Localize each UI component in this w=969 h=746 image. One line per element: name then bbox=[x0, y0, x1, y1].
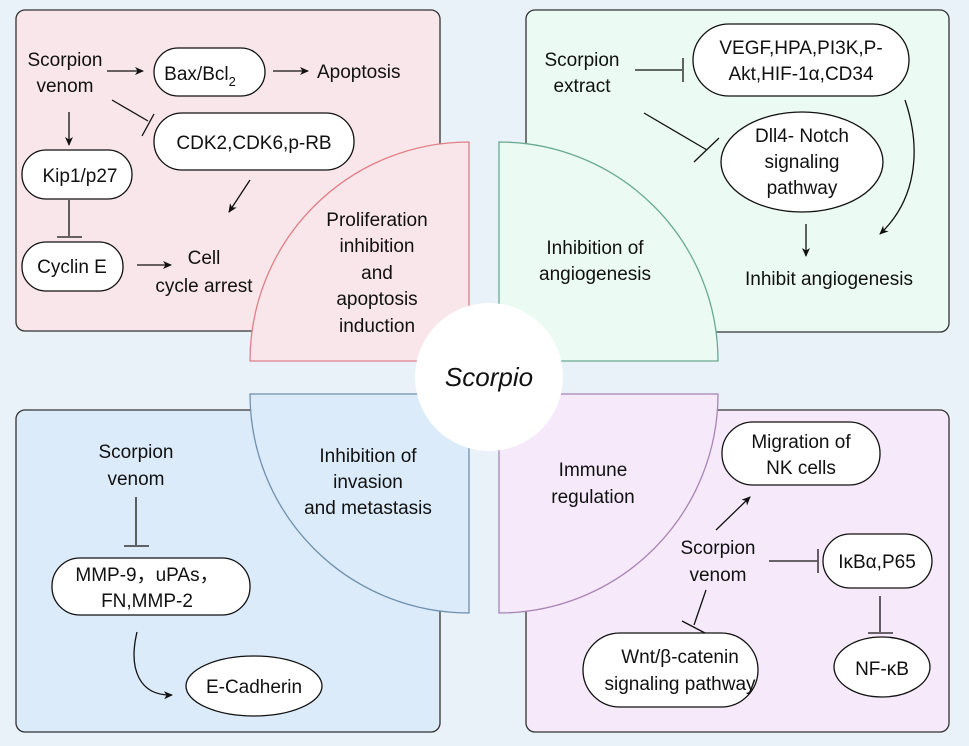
node-cyclin-e bbox=[21, 241, 124, 292]
invasion-title: Inhibition of invasion and metastasis bbox=[304, 446, 432, 519]
proliferation-source: Scorpion venom bbox=[28, 50, 103, 97]
inhibit-extract-notch bbox=[643, 112, 708, 151]
node-cyclin-e-label: Cyclin E bbox=[37, 257, 107, 278]
inhibit-venom-wnt bbox=[693, 589, 707, 626]
angiogenesis-source: Scorpion extract bbox=[545, 50, 620, 97]
svg-text:Akt,HIF-1α,CD34: Akt,HIF-1α,CD34 bbox=[728, 64, 874, 85]
svg-text:pathway: pathway bbox=[767, 178, 838, 199]
svg-text:and metastasis: and metastasis bbox=[304, 498, 432, 519]
arrow-vegf-inhibit bbox=[879, 99, 915, 235]
svg-text:signaling: signaling bbox=[765, 152, 840, 173]
node-nf-kb-label: NF-κB bbox=[855, 659, 909, 680]
svg-text:Immune: Immune bbox=[559, 460, 628, 481]
svg-text:Dll4- Notch: Dll4- Notch bbox=[755, 126, 849, 147]
svg-text:Proliferation: Proliferation bbox=[326, 210, 427, 231]
svg-text:cycle arrest: cycle arrest bbox=[155, 276, 253, 297]
svg-text:Scorpion: Scorpion bbox=[545, 50, 620, 71]
center-label: Scorpio bbox=[445, 362, 533, 392]
svg-text:extract: extract bbox=[553, 76, 611, 97]
node-ikba-p65 bbox=[822, 533, 933, 589]
node-dll4-notch-label: Dll4- Notch signaling pathway bbox=[755, 126, 849, 199]
node-bax-bcl2-label: Bax/Bcl2 bbox=[164, 64, 236, 89]
svg-text:MMP-9，uPAs，: MMP-9，uPAs， bbox=[75, 565, 218, 586]
svg-text:inhibition: inhibition bbox=[340, 236, 415, 257]
svg-text:Scorpion: Scorpion bbox=[99, 442, 174, 463]
angiogenesis-title: Inhibition of angiogenesis bbox=[539, 238, 651, 285]
svg-text:venom: venom bbox=[107, 469, 164, 490]
node-cdk-label: CDK2,CDK6,p-RB bbox=[176, 133, 331, 154]
node-mmp-label: MMP-9，uPAs， FN,MMP-2 bbox=[75, 565, 218, 612]
svg-text:venom: venom bbox=[689, 565, 746, 586]
quadrant-proliferation bbox=[249, 141, 470, 362]
svg-text:and: and bbox=[361, 263, 393, 284]
inhibit-venom-cdk bbox=[111, 99, 149, 122]
proliferation-title: Proliferation inhibition and apoptosis i… bbox=[326, 210, 427, 337]
svg-text:FN,MMP-2: FN,MMP-2 bbox=[101, 591, 193, 612]
node-nk-migration-label: Migration of NK cells bbox=[751, 432, 851, 479]
svg-text:Scorpion: Scorpion bbox=[28, 50, 103, 71]
svg-text:NK cells: NK cells bbox=[766, 458, 836, 479]
inhibit-extract-notch-bar bbox=[693, 137, 720, 163]
quadrant-invasion bbox=[249, 393, 470, 614]
node-e-cadherin bbox=[185, 655, 323, 717]
arrow-venom-nk bbox=[715, 496, 751, 531]
center-circle bbox=[415, 303, 563, 451]
node-dll4-notch bbox=[720, 111, 884, 213]
svg-text:Inhibition of: Inhibition of bbox=[319, 446, 417, 467]
svg-text:regulation: regulation bbox=[551, 487, 634, 508]
svg-text:signaling pathway: signaling pathway bbox=[604, 674, 756, 695]
node-inhibit-angiogenesis: Inhibit angiogenesis bbox=[745, 269, 913, 290]
arrow-mmp-ecad bbox=[133, 631, 173, 700]
node-wnt bbox=[582, 632, 759, 708]
inhibit-venom-cdk-bar bbox=[141, 113, 155, 137]
svg-text:Migration of: Migration of bbox=[751, 432, 851, 453]
immune-source: Scorpion venom bbox=[681, 538, 756, 586]
svg-text:Scorpion: Scorpion bbox=[681, 538, 756, 559]
svg-text:VEGF,HPA,PI3K,P-: VEGF,HPA,PI3K,P- bbox=[719, 38, 882, 59]
node-ikba-p65-label: IκBα,P65 bbox=[838, 552, 916, 573]
node-vegf bbox=[692, 23, 910, 97]
node-kip1-p27 bbox=[21, 149, 133, 200]
svg-text:apoptosis: apoptosis bbox=[336, 289, 417, 310]
inhibit-venom-wnt-bar bbox=[681, 620, 706, 634]
svg-text:Cell: Cell bbox=[188, 248, 221, 269]
svg-text:induction: induction bbox=[339, 316, 415, 337]
svg-text:venom: venom bbox=[36, 76, 93, 97]
invasion-source: Scorpion venom bbox=[99, 442, 174, 490]
node-apoptosis: Apoptosis bbox=[317, 62, 400, 83]
arrow-cdk-arrest bbox=[228, 179, 251, 213]
quadrant-angiogenesis bbox=[498, 141, 719, 362]
node-wnt-label: Wnt/β-catenin signaling pathway bbox=[604, 647, 756, 695]
node-vegf-label: VEGF,HPA,PI3K,P- Akt,HIF-1α,CD34 bbox=[719, 38, 882, 85]
node-nk-migration bbox=[721, 421, 881, 486]
node-nf-kb bbox=[833, 636, 931, 698]
node-kip1-p27-label: Kip1/p27 bbox=[42, 166, 117, 187]
node-cell-cycle-arrest: Cell cycle arrest bbox=[155, 248, 253, 297]
node-bax-bcl2 bbox=[153, 47, 266, 97]
immune-title: Immune regulation bbox=[551, 460, 634, 508]
node-cdk bbox=[153, 112, 355, 171]
svg-text:Wnt/β-catenin: Wnt/β-catenin bbox=[621, 647, 739, 668]
node-e-cadherin-label: E-Cadherin bbox=[206, 677, 302, 698]
svg-text:invasion: invasion bbox=[333, 472, 403, 493]
quadrant-immune bbox=[498, 393, 719, 614]
svg-text:angiogenesis: angiogenesis bbox=[539, 264, 651, 285]
node-mmp bbox=[51, 557, 251, 616]
svg-text:Inhibition of: Inhibition of bbox=[546, 238, 644, 259]
